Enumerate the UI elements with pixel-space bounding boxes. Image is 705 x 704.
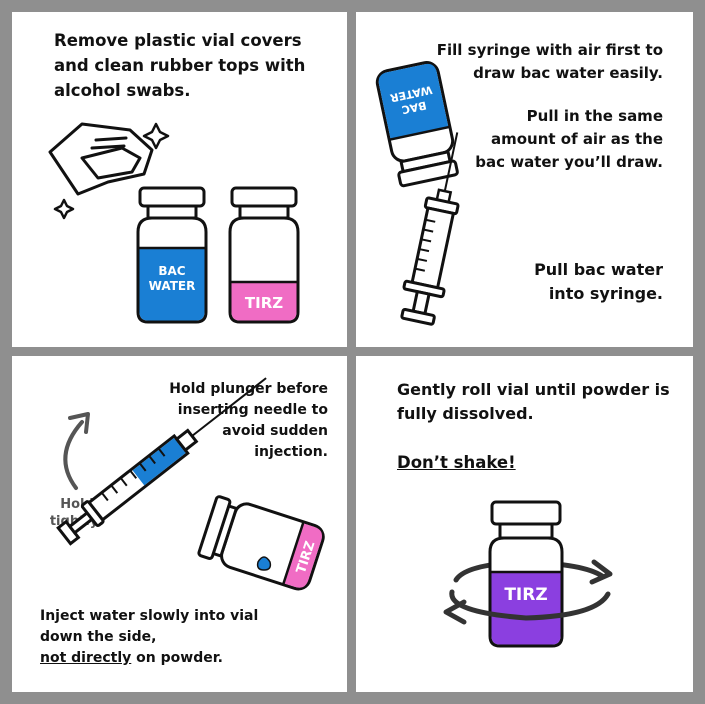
inverted-bac-water-vial-icon: BAC WATER xyxy=(375,61,459,188)
roll-vial-instruction: Gently roll vial until powder is fully d… xyxy=(397,380,670,423)
fill-syringe-illustration: BAC WATER xyxy=(375,61,460,326)
roll-vial-illustration: TIRZ xyxy=(443,500,613,648)
bac-label-2: WATER xyxy=(149,279,196,293)
fill-syringe-instruction-3: Pull bac water into syringe. xyxy=(534,260,663,303)
curved-arrow-icon xyxy=(63,412,90,490)
inject-water-instruction-2: Inject water slowly into vial down the s… xyxy=(40,606,300,669)
bac-label-1: BAC xyxy=(158,264,185,278)
syringe-icon xyxy=(400,132,460,326)
inject-water-text-part2: on powder. xyxy=(136,650,223,666)
inject-water-emphasis: not directly xyxy=(40,650,132,666)
inject-water-instruction-1: Hold plunger before inserting needle to … xyxy=(169,381,328,460)
dont-shake-warning: Don’t shake! xyxy=(397,453,516,472)
tirz-vial-tilted-icon: TIRZ xyxy=(197,495,325,591)
panel-roll-vial: Gently roll vial until powder is fully d… xyxy=(356,356,693,692)
panel-remove-covers: Remove plastic vial covers and clean rub… xyxy=(12,12,347,347)
bac-water-vial-icon: BAC WATER xyxy=(136,186,208,324)
purple-tirz-label: TIRZ xyxy=(504,585,547,605)
tirz-label: TIRZ xyxy=(245,294,283,312)
rotation-arrow-icon xyxy=(443,559,613,625)
panel-inject-water: Hold plunger before inserting needle to … xyxy=(12,356,347,692)
water-droplet-icon xyxy=(256,556,272,571)
tirz-vial-icon: TIRZ xyxy=(228,186,300,324)
inject-water-illustration: TIRZ xyxy=(56,377,325,591)
fill-syringe-instruction-1: Fill syringe with air first to draw bac … xyxy=(436,41,663,82)
inverted-bac-label-1: BAC xyxy=(400,98,427,116)
panel-fill-syringe: Fill syringe with air first to draw bac … xyxy=(356,12,693,347)
tirz-vial-purple-icon: TIRZ xyxy=(488,500,564,648)
remove-covers-illustration: BAC WATER TIRZ xyxy=(48,122,300,324)
fill-syringe-instruction-2: Pull in the same amount of air as the ba… xyxy=(475,107,663,171)
inject-water-text-part1: Inject water slowly into vial down the s… xyxy=(40,608,259,645)
syringe-diagonal-icon xyxy=(56,377,267,546)
remove-covers-instruction: Remove plastic vial covers and clean rub… xyxy=(54,31,306,100)
hand-wiping-icon xyxy=(48,122,154,196)
sparkle-icon xyxy=(53,122,170,220)
